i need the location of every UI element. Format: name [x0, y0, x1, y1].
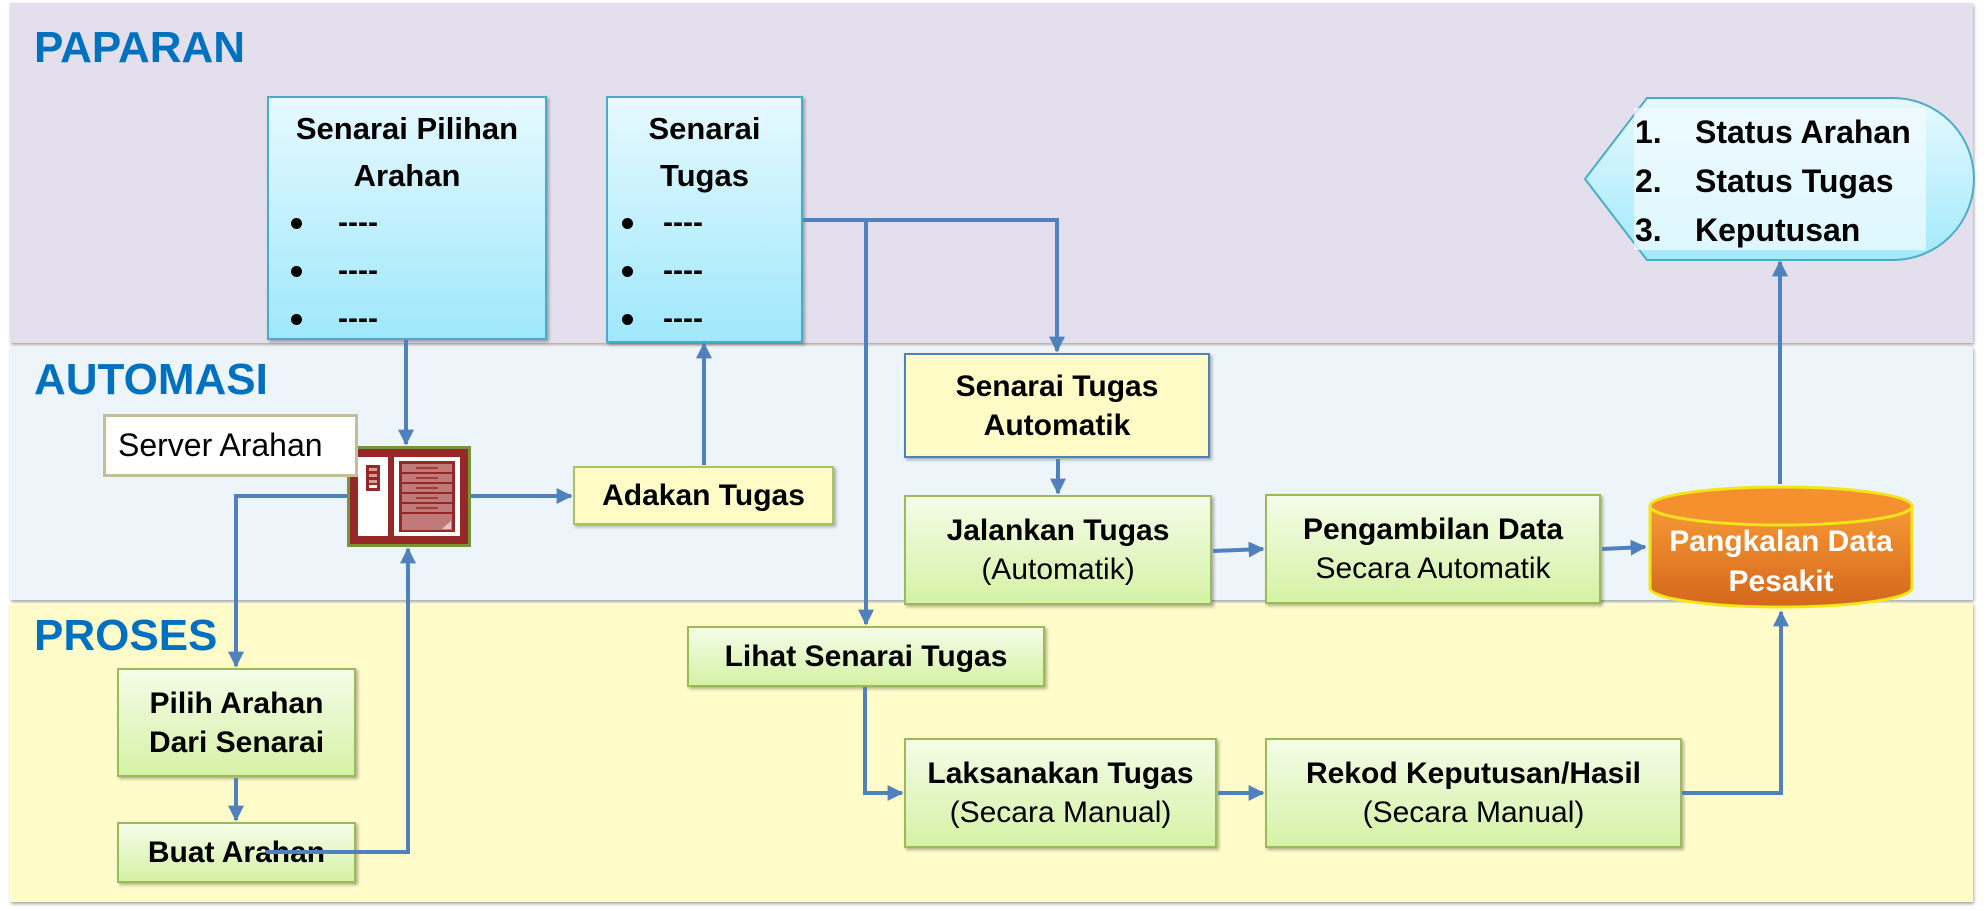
adakan-tugas-box[interactable]: Adakan Tugas	[573, 466, 834, 525]
list-item: ----	[269, 295, 545, 343]
pilih-arahan-box[interactable]: Pilih Arahan Dari Senarai	[117, 668, 356, 777]
list-item: 2.Status Tugas	[1635, 163, 1894, 199]
connector-pengambilan-to-database	[1601, 539, 1647, 556]
list-item: 3.Keputusan	[1635, 212, 1861, 248]
server-icon[interactable]	[347, 446, 471, 547]
connector-rekod-to-database	[1682, 610, 1789, 795]
server-rack-icon	[350, 449, 468, 544]
list-item: ----	[608, 199, 801, 247]
lane-title-paparan: PAPARAN	[34, 23, 246, 72]
list-item: ----	[269, 247, 545, 295]
laksanakan-tugas-box[interactable]: Laksanakan Tugas (Secara Manual)	[904, 738, 1217, 848]
senarai-pilihan-arahan-box[interactable]: Senarai Pilihan Arahan ---- ---- ----	[267, 96, 547, 340]
connector-senarai-tugas-to-automatik	[803, 218, 1065, 353]
pengambilan-data-box[interactable]: Pengambilan Data Secara Automatik	[1265, 494, 1601, 604]
connector-server-to-pilih-arahan	[228, 494, 347, 668]
senarai-tugas-box[interactable]: Senarai Tugas ---- ---- ----	[606, 96, 803, 343]
bullet-icon	[622, 217, 633, 229]
connector-buat-to-server	[266, 547, 416, 854]
connector-lihat-to-laksanakan	[863, 687, 904, 801]
senarai-tugas-list: ---- ---- ----	[608, 199, 801, 343]
connector-jalankan-to-pengambilan	[1212, 541, 1265, 558]
bullet-icon	[622, 313, 633, 325]
lane-title-automasi: AUTOMASI	[34, 355, 268, 404]
lihat-senarai-tugas-box[interactable]: Lihat Senarai Tugas	[687, 626, 1045, 687]
list-item: ----	[608, 295, 801, 343]
status-display-list: 1.Status Arahan 2.Status Tugas 3.Keputus…	[1635, 108, 1911, 255]
bullet-icon	[622, 265, 633, 277]
senarai-pilihan-arahan-title: Senarai Pilihan Arahan	[295, 111, 519, 193]
list-item: ----	[269, 199, 545, 247]
senarai-pilihan-arahan-list: ---- ---- ----	[269, 199, 545, 343]
bullet-icon	[291, 313, 302, 325]
bullet-icon	[291, 265, 302, 277]
database-label: Pangkalan Data Pesakit	[1669, 525, 1893, 598]
rekod-keputusan-box[interactable]: Rekod Keputusan/Hasil (Secara Manual)	[1265, 738, 1682, 848]
senarai-tugas-automatik-box[interactable]: Senarai Tugas Automatik	[904, 353, 1210, 458]
status-display-shape[interactable]	[1583, 96, 1976, 262]
lane-title-proses: PROSES	[34, 611, 218, 660]
bullet-icon	[291, 217, 302, 229]
senarai-tugas-title: Senarai Tugas	[648, 111, 761, 193]
server-arahan-label: Server Arahan	[103, 414, 358, 477]
list-item: ----	[608, 247, 801, 295]
list-item: 1.Status Arahan	[1635, 114, 1911, 150]
database-cylinder-icon[interactable]	[1647, 484, 1915, 610]
jalankan-tugas-box[interactable]: Jalankan Tugas (Automatik)	[904, 495, 1212, 605]
